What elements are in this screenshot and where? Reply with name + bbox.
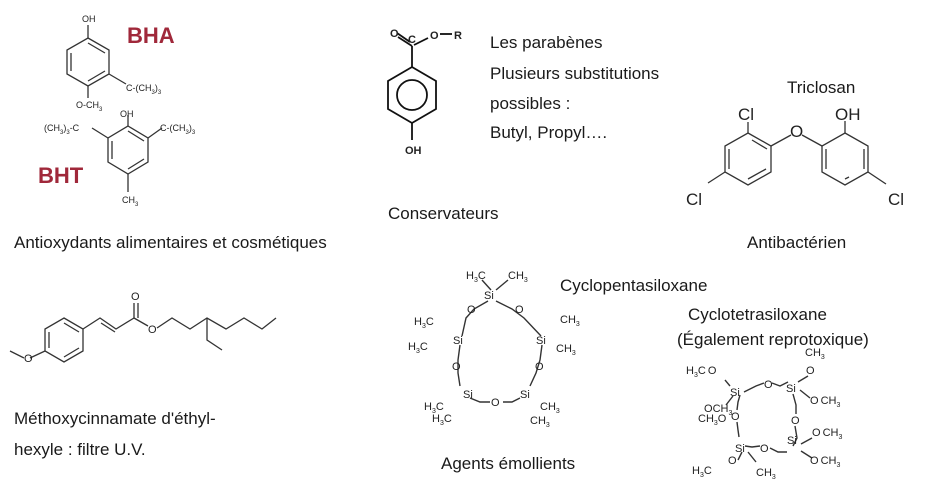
methyl-top-right: CH3	[508, 270, 528, 284]
bha-och3-atom: O-CH3	[76, 100, 103, 113]
methoxy-o-atom: O	[24, 353, 33, 365]
methoxycinnamate-structure: O O O	[9, 291, 277, 365]
si4-atom-br: Si	[787, 435, 797, 447]
antibacterien-label: Antibactérien	[747, 233, 846, 252]
cyclopentasiloxane-label: Cyclopentasiloxane	[560, 276, 707, 295]
o-atom-tl: O	[467, 304, 476, 316]
parabens-substitutions: Plusieurs substitutions	[490, 64, 659, 83]
triclosan-oh-atom: OH	[835, 105, 861, 124]
methyl-top-left: H3C	[466, 270, 486, 284]
si4-atom-tr: Si	[786, 383, 796, 395]
si-atom-bl: Si	[463, 389, 473, 401]
si-atom-right: Si	[536, 335, 546, 347]
o4-atom-left: O	[731, 411, 740, 423]
methoxy4-tr: O	[806, 365, 815, 377]
triclosan-cl-top: Cl	[738, 105, 754, 124]
paraben-oh-atom: OH	[405, 145, 422, 157]
cyclopentasiloxane-structure: Si O O Si Si O O Si Si O H3C CH3 H3C H3C…	[408, 270, 580, 429]
paraben-structure: O C O R OH	[387, 28, 462, 157]
si-atom-br: Si	[520, 389, 530, 401]
si-atom-left: Si	[453, 335, 463, 347]
parabens-title: Les parabènes	[490, 33, 602, 52]
triclosan-o-bridge: O	[790, 122, 803, 141]
bha-tbutyl-atom: C-(CH3)3	[126, 83, 162, 96]
si4-atom-tl: Si	[730, 387, 740, 399]
paraben-ester-o: O	[430, 30, 439, 42]
methoxy4-l1: OCH3	[704, 403, 732, 417]
o-atom-tr: O	[515, 304, 524, 316]
o4-atom-right: O	[791, 415, 800, 427]
paraben-r-atom: R	[454, 30, 462, 42]
bht-oh-atom: OH	[120, 109, 134, 119]
methoxy4-l2: CH3O	[698, 413, 727, 427]
methoxy4-bl: H3C	[692, 465, 712, 479]
bht-structure: OH (CH3)3-C C-(CH3)3 CH3	[44, 109, 196, 208]
si4-atom-bl: Si	[735, 443, 745, 455]
bha-structure: OH C-(CH3)3 O-CH3	[66, 14, 162, 113]
antioxydants-label: Antioxydants alimentaires et cosmétiques	[14, 233, 327, 252]
methyl-left-1: H3C	[414, 316, 434, 330]
methyl-right-1: CH3	[560, 314, 580, 328]
agents-emollients-label: Agents émollients	[441, 454, 575, 473]
methyl-bottom-right-2: CH3	[530, 415, 550, 429]
methoxy4-bl-o: O	[728, 455, 737, 467]
methoxycinnamate-line2: hexyle : filtre U.V.	[14, 440, 146, 459]
parabens-possibles: possibles :	[490, 94, 570, 113]
methyl-bottom-left-2: H3C	[432, 413, 452, 427]
si-atom-top: Si	[484, 290, 494, 302]
methyl-bottom-right-1: CH3	[540, 401, 560, 415]
parabens-examples: Butyl, Propyl….	[490, 123, 607, 142]
triclosan-cl-left: Cl	[686, 190, 702, 209]
methoxy4-top: CH3	[805, 347, 825, 361]
o-atom-b: O	[491, 397, 500, 409]
methoxycinnamate-line1: Méthoxycinnamate d'éthyl-	[14, 409, 216, 428]
paraben-carbonyl-o: O	[390, 28, 399, 40]
o4-atom-top: O	[764, 379, 773, 391]
cyclotetrasiloxane-label: Cyclotetrasiloxane	[688, 305, 827, 324]
paraben-c-atom: C	[408, 34, 416, 46]
methyl-right-2: CH3	[556, 343, 576, 357]
conservateurs-label: Conservateurs	[388, 204, 499, 223]
bht-tbutyl-left-atom: (CH3)3-C	[44, 123, 80, 136]
reprotoxique-label: (Également reprotoxique)	[677, 330, 869, 349]
bha-label: BHA	[127, 23, 175, 48]
bht-label: BHT	[38, 163, 84, 188]
o-atom-l: O	[452, 361, 461, 373]
triclosan-cl-right: Cl	[888, 190, 904, 209]
carbonyl-o-atom: O	[131, 291, 140, 303]
methyl-bottom-left-1: H3C	[424, 401, 444, 415]
o-atom-r: O	[535, 361, 544, 373]
triclosan-structure: Cl O OH Cl Cl	[686, 105, 904, 209]
bht-ch3-atom: CH3	[122, 195, 139, 208]
methyl-left-2: H3C	[408, 341, 428, 355]
methoxy4-bottom: CH3	[756, 467, 776, 481]
triclosan-title: Triclosan	[787, 78, 855, 97]
o4-atom-bottom: O	[760, 443, 769, 455]
ester-o-atom: O	[148, 324, 157, 336]
bht-tbutyl-right-atom: C-(CH3)3	[160, 123, 196, 136]
bha-oh-atom: OH	[82, 14, 96, 24]
